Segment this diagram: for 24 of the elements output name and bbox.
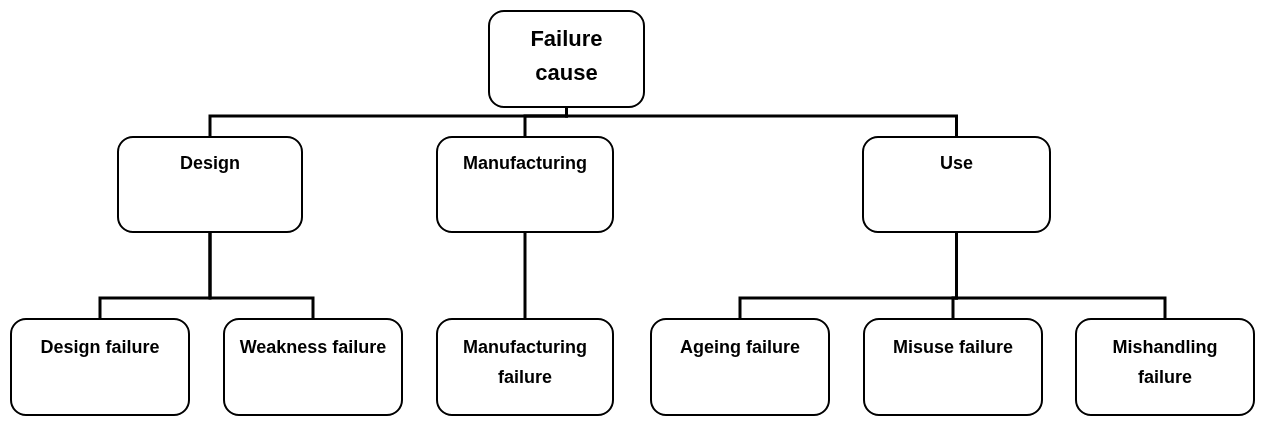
rounded-box bbox=[650, 318, 830, 416]
box-label: Weakness failure bbox=[238, 336, 388, 359]
rounded-box bbox=[1075, 318, 1255, 416]
rounded-box bbox=[863, 318, 1043, 416]
rounded-box bbox=[488, 10, 645, 108]
connector-line bbox=[565, 108, 958, 136]
box-label: Failure cause bbox=[529, 25, 604, 87]
rounded-box bbox=[223, 318, 403, 416]
box-label: Mishandling failure bbox=[1111, 336, 1219, 389]
connector-line bbox=[523, 233, 527, 318]
box-label: Manufacturing bbox=[462, 152, 588, 175]
box-label: Design failure bbox=[39, 336, 161, 359]
rounded-box bbox=[436, 318, 614, 416]
rounded-box bbox=[436, 136, 614, 233]
box-label: Use bbox=[939, 152, 974, 175]
box-label: Manufacturing failure bbox=[462, 336, 588, 389]
box-label: Ageing failure bbox=[679, 336, 801, 359]
rounded-box bbox=[862, 136, 1051, 233]
connector-line bbox=[208, 233, 315, 318]
box-label: Misuse failure bbox=[891, 336, 1014, 359]
connector-line bbox=[955, 233, 1167, 318]
box-label: Design bbox=[179, 152, 241, 175]
rounded-box bbox=[10, 318, 190, 416]
rounded-box bbox=[117, 136, 303, 233]
